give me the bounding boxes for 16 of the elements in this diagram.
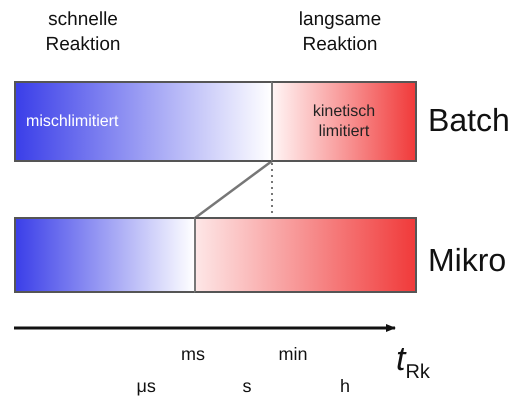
axis-label: t$_{Rk}$ (396, 340, 430, 384)
region-label: kinetisch limitiert (312, 102, 376, 141)
gradient-bar-region (194, 217, 417, 293)
tick-label: min (278, 344, 308, 365)
row-label: Batch (428, 102, 510, 139)
row-label: Mikro (428, 242, 506, 279)
column-heading: schnelle Reaktion (44, 8, 122, 57)
gradient-bar-region (14, 217, 196, 293)
region-label: mischlimitiert (26, 112, 118, 132)
tick-label: h (340, 376, 350, 397)
tick-label: ms (181, 344, 205, 365)
gradient-bar-region (271, 81, 417, 162)
tick-label: μs (136, 376, 156, 397)
gradient-bar-region (14, 81, 273, 162)
column-heading: langsame Reaktion (298, 8, 382, 57)
tick-label: s (242, 376, 252, 397)
